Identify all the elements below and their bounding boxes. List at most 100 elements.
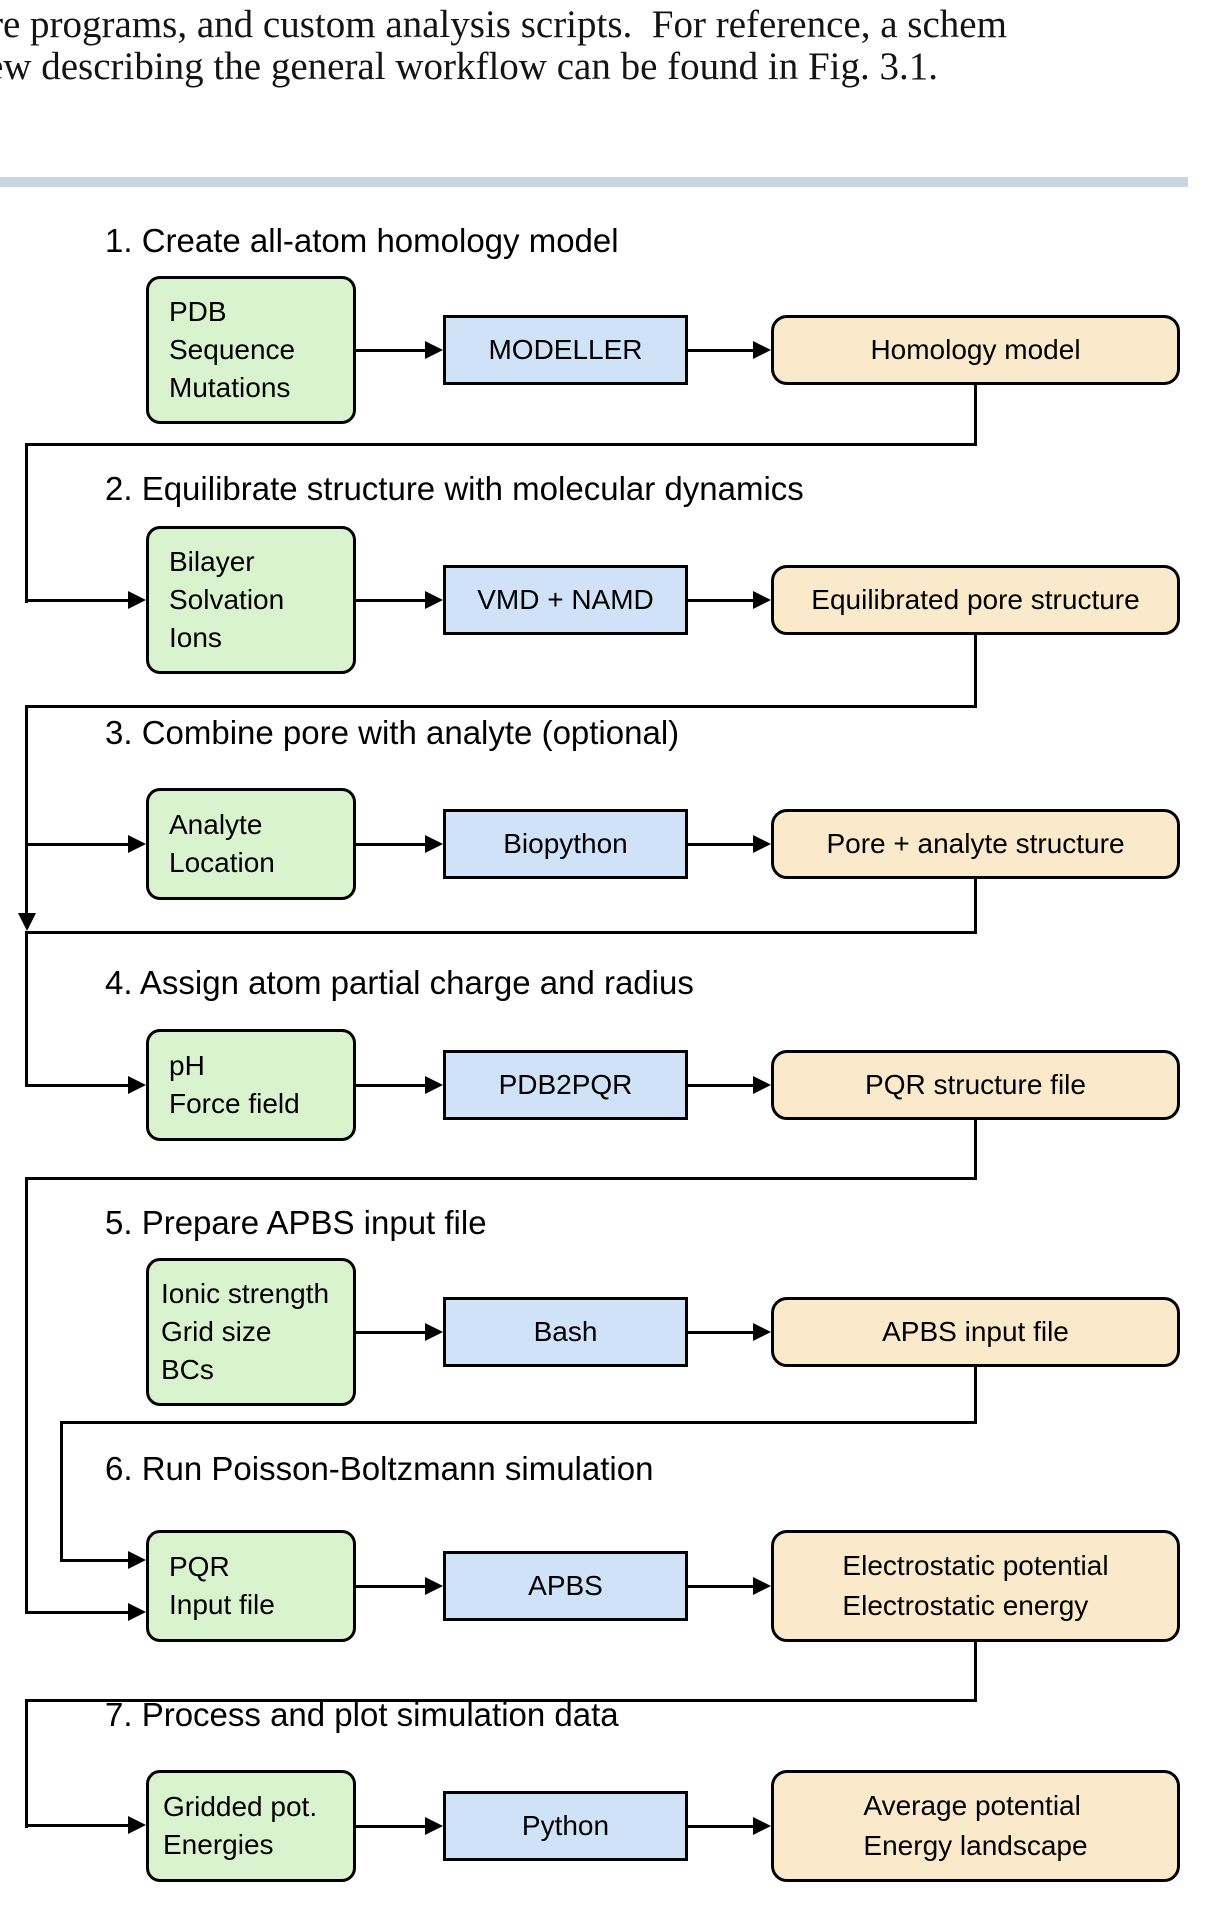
connector-step1-rail [25,443,28,603]
output-line: Equilibrated pore structure [811,584,1140,615]
output-line: APBS input file [882,1316,1069,1347]
arrow-feed-step7 [25,1824,128,1827]
output-line: Pore + analyte structure [826,828,1125,859]
connector-step3-rail [25,931,28,1087]
connector-step2-horizontal [25,705,977,708]
step-5-tool-box: Bash [443,1297,688,1367]
arrow-tool-to-output-4 [688,1084,753,1087]
step-1-output-box: Homology model [771,315,1180,385]
paragraph-line-1: re programs, and custom analysis scripts… [0,3,1007,46]
arrow-feed-step6-upper [60,1559,128,1562]
arrow-tool-to-output-6 [688,1585,753,1588]
step-1-heading: 1. Create all-atom homology model [105,222,619,259]
connector-step4-horizontal [25,1177,977,1180]
arrow-inputs-to-tool-1 [356,349,425,352]
input-line: Ionic strength [161,1278,330,1309]
arrowhead-icon [753,835,771,853]
arrowhead-icon [753,591,771,609]
arrowhead-icon [425,835,443,853]
input-line: Force field [169,1088,300,1119]
step-7-output-box: Average potential Energy landscape [771,1770,1180,1882]
step-3-heading: 3. Combine pore with analyte (optional) [105,714,680,751]
output-line: Electrostatic potential [842,1550,1109,1581]
arrowhead-icon [128,1551,146,1569]
paragraph-line-2: ew describing the general workflow can b… [0,45,938,88]
arrow-feed-step4 [25,1084,128,1087]
arrow-feed-step6-lower [25,1611,128,1614]
step-2-output-box: Equilibrated pore structure [771,565,1180,635]
step-6-tool-box: APBS [443,1551,688,1621]
input-line: Ions [169,622,222,653]
output-line: Energy landscape [863,1830,1088,1861]
arrow-feed-step2 [25,599,128,602]
connector-step5-drop [974,1367,977,1424]
arrow-inputs-to-tool-4 [356,1084,425,1087]
connector-step2-drop [974,635,977,708]
input-line: Bilayer [169,546,255,577]
step-5-inputs-box: Ionic strength Grid size BCs [146,1258,356,1406]
step-6-heading: 6. Run Poisson-Boltzmann simulation [105,1450,654,1487]
connector-step3-horizontal [25,931,977,934]
bypass-arrowhead-icon [18,913,36,931]
output-line: Average potential [863,1790,1081,1821]
input-line: PQR [169,1551,230,1582]
step-4-heading: 4. Assign atom partial charge and radius [105,964,694,1001]
output-line: PQR structure file [865,1069,1086,1100]
arrow-tool-to-output-5 [688,1331,753,1334]
arrow-tool-to-output-3 [688,843,753,846]
step-2-inputs-box: Bilayer Solvation Ions [146,526,356,674]
connector-step6-horizontal [25,1699,977,1702]
arrow-feed-step3 [25,843,128,846]
section-divider-bar [0,177,1188,187]
input-line: Grid size [161,1316,272,1347]
connector-step4-drop [974,1120,977,1180]
connector-step3-drop [974,879,977,934]
step-3-tool-box: Biopython [443,809,688,879]
arrowhead-icon [753,1323,771,1341]
input-line: Location [169,847,275,878]
input-line: Gridded pot. [163,1791,318,1822]
arrowhead-icon [425,1817,443,1835]
step-4-inputs-box: pH Force field [146,1029,356,1141]
step-7-tool-box: Python [443,1791,688,1861]
step-3-output-box: Pore + analyte structure [771,809,1180,879]
input-line: PDB [169,296,227,327]
connector-step5-horizontal [60,1421,977,1424]
connector-step1-horizontal [25,443,977,446]
step-7-heading: 7. Process and plot simulation data [105,1696,619,1733]
step-3-inputs-box: Analyte Location [146,788,356,900]
input-line: Sequence [169,334,296,365]
step-1-inputs-box: PDB Sequence Mutations [146,276,356,424]
input-line: Solvation [169,584,285,615]
step-4-tool-box: PDB2PQR [443,1050,688,1120]
input-line: pH [169,1050,205,1081]
arrowhead-icon [128,1816,146,1834]
step-2-tool-box: VMD + NAMD [443,565,688,635]
arrow-inputs-to-tool-3 [356,843,425,846]
arrowhead-icon [425,1076,443,1094]
step-5-output-box: APBS input file [771,1297,1180,1367]
output-line: Electrostatic energy [842,1590,1089,1621]
input-line: Input file [169,1589,275,1620]
step-1-tool-box: MODELLER [443,315,688,385]
arrowhead-icon [753,341,771,359]
step-6-inputs-box: PQR Input file [146,1530,356,1642]
step-7-inputs-box: Gridded pot. Energies [146,1770,356,1882]
connector-step6-rail [25,1699,28,1828]
input-line: BCs [161,1354,214,1385]
arrowhead-icon [425,1323,443,1341]
arrowhead-icon [425,341,443,359]
arrow-inputs-to-tool-7 [356,1825,425,1828]
step-5-heading: 5. Prepare APBS input file [105,1204,487,1241]
arrowhead-icon [128,835,146,853]
output-line: Homology model [870,334,1081,365]
arrow-tool-to-output-2 [688,599,753,602]
arrowhead-icon [425,1577,443,1595]
connector-step2-rail [25,705,28,913]
arrow-tool-to-output-7 [688,1825,753,1828]
arrowhead-icon [753,1817,771,1835]
input-line: Mutations [169,372,291,403]
connector-step1-drop [974,385,977,446]
arrowhead-icon [128,591,146,609]
